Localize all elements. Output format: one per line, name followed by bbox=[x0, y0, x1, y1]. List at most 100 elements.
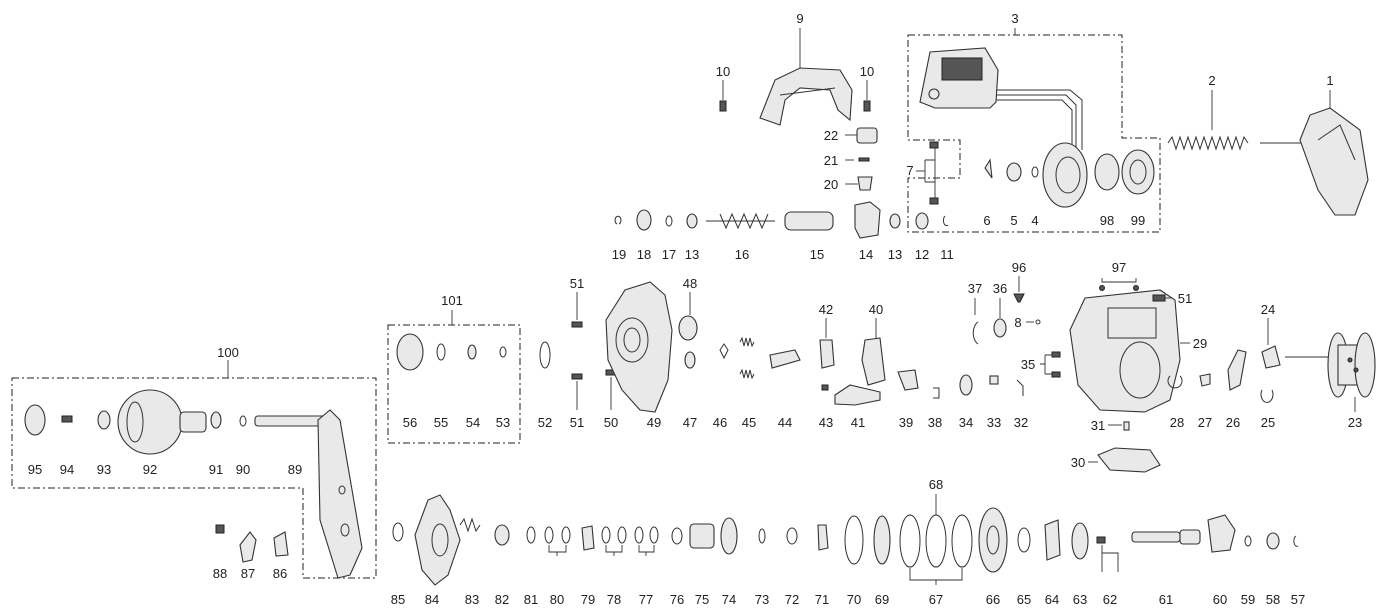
clip-part bbox=[933, 387, 940, 399]
part-label: 80 bbox=[550, 592, 564, 607]
screw-part bbox=[863, 80, 871, 112]
part-label: 41 bbox=[851, 415, 865, 430]
bearing-part bbox=[684, 351, 696, 369]
collar-part bbox=[989, 375, 999, 385]
part-label: 75 bbox=[695, 592, 709, 607]
cap-part bbox=[396, 333, 424, 371]
part-label: 5 bbox=[1010, 213, 1017, 228]
part-label: 47 bbox=[683, 415, 697, 430]
part-label: 99 bbox=[1131, 213, 1145, 228]
washer-part bbox=[1017, 527, 1031, 553]
screw-part bbox=[1051, 351, 1061, 358]
knob-part bbox=[959, 374, 973, 396]
part-label: 27 bbox=[1198, 415, 1212, 430]
clip-part bbox=[972, 321, 979, 345]
part-label: 11 bbox=[940, 247, 954, 262]
screw-part bbox=[571, 321, 583, 328]
clip-part bbox=[1260, 389, 1274, 403]
part-label: 3 bbox=[1011, 11, 1018, 26]
part-label: 38 bbox=[928, 415, 942, 430]
screw-part bbox=[571, 373, 583, 380]
part-label: 13 bbox=[888, 247, 902, 262]
part-label: 44 bbox=[778, 415, 792, 430]
tube-part bbox=[784, 211, 834, 231]
part-label: 60 bbox=[1213, 592, 1227, 607]
handle-knob-part bbox=[117, 389, 207, 455]
clip-part bbox=[614, 215, 622, 225]
washer-part bbox=[617, 526, 627, 544]
part-label: 57 bbox=[1291, 592, 1305, 607]
part-label: 53 bbox=[496, 415, 510, 430]
part-label: 78 bbox=[607, 592, 621, 607]
part-label: 67 bbox=[929, 592, 943, 607]
part-label: 68 bbox=[929, 477, 943, 492]
washer-part bbox=[634, 526, 644, 544]
part-label: 37 bbox=[968, 281, 982, 296]
part-label: 4 bbox=[1031, 213, 1038, 228]
part-label: 64 bbox=[1045, 592, 1059, 607]
part-label: 36 bbox=[993, 281, 1007, 296]
part-label: 93 bbox=[97, 462, 111, 477]
screw-part bbox=[1096, 536, 1106, 544]
part-label: 14 bbox=[859, 247, 873, 262]
part-label: 96 bbox=[1012, 260, 1026, 275]
washer-part bbox=[671, 527, 683, 545]
cam-part bbox=[897, 369, 919, 391]
washer-part bbox=[544, 526, 554, 544]
part-label: 46 bbox=[713, 415, 727, 430]
washer-part bbox=[436, 343, 446, 361]
part-label: 79 bbox=[581, 592, 595, 607]
part-label: 19 bbox=[612, 247, 626, 262]
part-label: 40 bbox=[869, 302, 883, 317]
washer-part bbox=[1244, 535, 1252, 547]
drag-washer-part bbox=[844, 515, 864, 565]
drag-disc-part bbox=[873, 515, 891, 565]
screw-part bbox=[1051, 371, 1061, 378]
group-box-101 bbox=[387, 324, 521, 444]
part-label: 51 bbox=[570, 276, 584, 291]
nut-part bbox=[494, 524, 510, 546]
part-label: 85 bbox=[391, 592, 405, 607]
part-label: 91 bbox=[209, 462, 223, 477]
ratchet-part bbox=[581, 525, 595, 551]
washer-part bbox=[499, 346, 507, 358]
drag-disc-part bbox=[720, 517, 738, 555]
part-label: 69 bbox=[875, 592, 889, 607]
part-label: 34 bbox=[959, 415, 973, 430]
washer-part bbox=[526, 526, 536, 544]
main-shaft-part bbox=[1131, 529, 1201, 545]
part-label: 10 bbox=[860, 64, 874, 79]
clip-part bbox=[1167, 375, 1183, 389]
part-label: 50 bbox=[604, 415, 618, 430]
washer-part bbox=[392, 522, 404, 542]
retainer-part bbox=[239, 531, 257, 563]
gear-part bbox=[636, 209, 652, 231]
part-label: 32 bbox=[1014, 415, 1028, 430]
part-label: 55 bbox=[434, 415, 448, 430]
screw-part bbox=[719, 80, 727, 112]
part-label: 56 bbox=[403, 415, 417, 430]
side-cover-part bbox=[759, 67, 853, 126]
screw-part bbox=[61, 415, 73, 423]
part-label: 22 bbox=[824, 128, 838, 143]
clutch-part bbox=[861, 337, 886, 386]
part-label: 8 bbox=[1014, 315, 1021, 330]
part-label: 17 bbox=[662, 247, 676, 262]
clip-part bbox=[942, 215, 949, 227]
spool-part bbox=[1285, 332, 1376, 398]
lever-part bbox=[819, 339, 835, 369]
part-label: 73 bbox=[755, 592, 769, 607]
part-label: 31 bbox=[1091, 418, 1105, 433]
part-label: 81 bbox=[524, 592, 538, 607]
main-gear-part bbox=[978, 507, 1008, 573]
o-ring-part bbox=[539, 341, 551, 369]
part-label: 23 bbox=[1348, 415, 1362, 430]
part-label: 18 bbox=[637, 247, 651, 262]
washer-part bbox=[239, 415, 247, 427]
part-label: 77 bbox=[639, 592, 653, 607]
clip-part bbox=[984, 158, 993, 179]
washer-part bbox=[649, 526, 659, 544]
group-box-3 bbox=[907, 34, 1161, 233]
part-label: 10 bbox=[716, 64, 730, 79]
gear-part bbox=[678, 315, 698, 341]
